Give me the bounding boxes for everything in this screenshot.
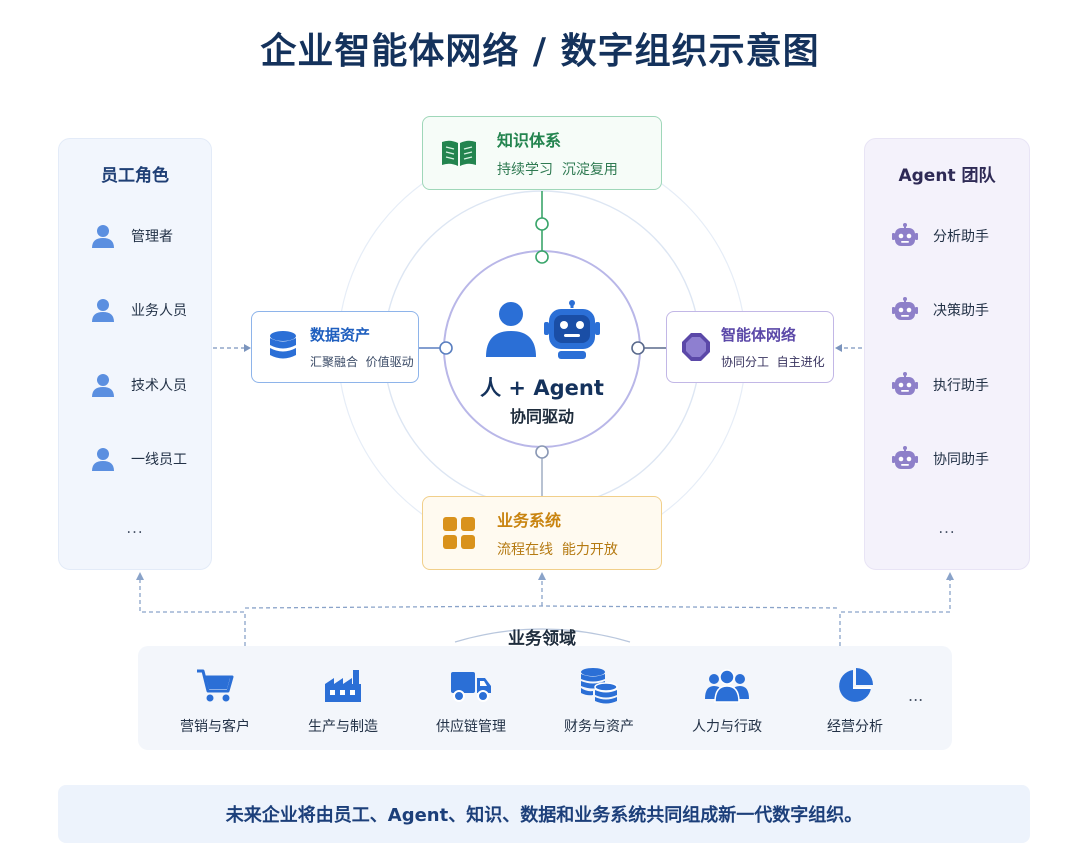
business-domains-panel: 营销与客户 生产与制造 供应链管理 财务与资产 人力与行政 经营分析 ... xyxy=(138,646,952,750)
role-item: 管理者 xyxy=(89,222,173,250)
agent-team-title: Agent 团队 xyxy=(898,166,996,186)
business-domains-label: 业务领域 xyxy=(508,629,576,649)
domain-label: 财务与资产 xyxy=(564,719,634,735)
domain-item: 经营分析 xyxy=(795,666,915,736)
knowledge-title: 知识体系 xyxy=(497,131,562,150)
factory-icon xyxy=(283,666,403,706)
employee-roles-title: 员工角色 xyxy=(101,166,169,186)
footer-summary: 未来企业将由员工、Agent、知识、数据和业务系统共同组成新一代数字组织。 xyxy=(58,785,1030,843)
knowledge-card: 知识体系 持续学习 沉淀复用 xyxy=(422,116,662,190)
domain-label: 人力与行政 xyxy=(692,719,762,735)
data-assets-card: 数据资产 汇聚融合 价值驱动 xyxy=(251,311,419,383)
center-title: 人 + Agent xyxy=(480,376,604,400)
agent-label: 协同助手 xyxy=(933,452,989,468)
center-subtitle: 协同驱动 xyxy=(509,407,574,426)
domain-item: 生产与制造 xyxy=(283,666,403,736)
agent-network-card: 智能体网络 协同分工 自主进化 xyxy=(666,311,834,383)
agent-item: 决策助手 xyxy=(891,296,989,324)
business-systems-subtitle: 流程在线 能力开放 xyxy=(497,542,618,558)
people-icon xyxy=(667,666,787,706)
role-label: 一线员工 xyxy=(131,452,187,468)
agent-item: 协同助手 xyxy=(891,445,989,473)
role-item: 业务人员 xyxy=(89,296,187,324)
robot-icon xyxy=(891,445,919,473)
more-indicator: ... xyxy=(938,519,956,537)
role-item: 技术人员 xyxy=(89,371,187,399)
robot-icon xyxy=(891,222,919,250)
book-icon xyxy=(439,137,479,169)
domain-label: 生产与制造 xyxy=(308,719,378,735)
person-icon xyxy=(486,302,536,357)
agent-label: 分析助手 xyxy=(933,229,989,245)
more-indicator: ... xyxy=(908,686,924,705)
agent-network-subtitle: 协同分工 自主进化 xyxy=(721,355,825,369)
arrow-domain-to-agents xyxy=(839,578,951,646)
business-systems-title: 业务系统 xyxy=(497,511,562,530)
user-icon xyxy=(89,445,117,473)
octagon-network-icon xyxy=(679,331,713,363)
domain-item: 营销与客户 xyxy=(155,666,275,736)
connector-node xyxy=(535,217,549,231)
domain-item: 供应链管理 xyxy=(411,666,531,736)
agent-item: 执行助手 xyxy=(891,371,989,399)
role-label: 技术人员 xyxy=(131,378,187,394)
user-icon xyxy=(89,222,117,250)
role-label: 业务人员 xyxy=(131,303,187,319)
more-indicator: ... xyxy=(126,519,144,537)
database-icon xyxy=(266,330,300,364)
agent-team-panel: Agent 团队 分析助手 决策助手 执行助手 协同助手 ... xyxy=(864,138,1030,570)
agent-label: 决策助手 xyxy=(933,303,989,319)
truck-icon xyxy=(411,666,531,706)
pie-chart-icon xyxy=(795,666,915,706)
robot-icon xyxy=(891,371,919,399)
role-item: 一线员工 xyxy=(89,445,187,473)
knowledge-subtitle: 持续学习 沉淀复用 xyxy=(497,162,618,178)
connector-node xyxy=(535,250,549,264)
connector-node xyxy=(535,445,549,459)
connector-node xyxy=(631,341,645,355)
diagram-title: 企业智能体网络 / 数字组织示意图 xyxy=(260,31,820,72)
shopping-cart-icon xyxy=(155,666,275,706)
app-grid-icon xyxy=(439,516,479,550)
agent-item: 分析助手 xyxy=(891,222,989,250)
domain-label: 营销与客户 xyxy=(180,719,250,735)
agent-label: 执行助手 xyxy=(933,378,989,394)
user-icon xyxy=(89,296,117,324)
arrow-domain-to-employees xyxy=(139,578,246,646)
agent-network-title: 智能体网络 xyxy=(721,326,797,344)
data-assets-title: 数据资产 xyxy=(310,326,371,344)
domain-label: 经营分析 xyxy=(827,719,883,735)
domain-label: 供应链管理 xyxy=(436,719,506,735)
business-systems-card: 业务系统 流程在线 能力开放 xyxy=(422,496,662,570)
robot-icon xyxy=(544,300,600,359)
arrow-domain-to-business xyxy=(244,605,841,609)
human-agent-icons xyxy=(486,300,600,359)
domain-item: 人力与行政 xyxy=(667,666,787,736)
role-label: 管理者 xyxy=(131,229,173,245)
user-icon xyxy=(89,371,117,399)
coins-icon xyxy=(539,666,659,706)
connector-node xyxy=(439,341,453,355)
data-assets-subtitle: 汇聚融合 价值驱动 xyxy=(310,355,414,369)
employee-roles-panel: 员工角色 管理者 业务人员 技术人员 一线员工 ... xyxy=(58,138,212,570)
robot-icon xyxy=(891,296,919,324)
domain-item: 财务与资产 xyxy=(539,666,659,736)
